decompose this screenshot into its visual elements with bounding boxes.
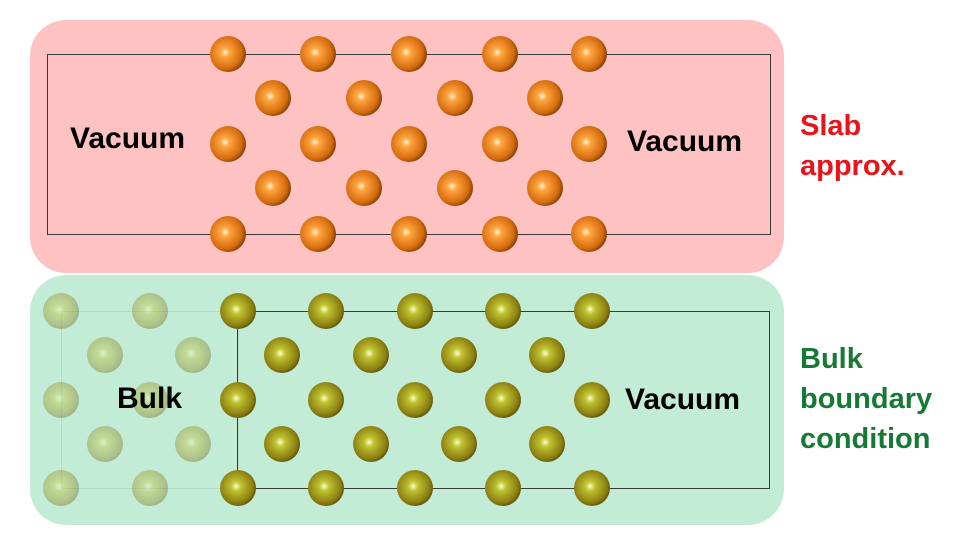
boundary-slab-atom: [220, 470, 256, 506]
slab-atom: [527, 170, 563, 206]
boundary-slab-atom: [574, 293, 610, 329]
slab-atom: [437, 80, 473, 116]
boundary-slab-atom: [574, 470, 610, 506]
boundary-slab-atom: [264, 426, 300, 462]
bulk-image-atom: [43, 470, 79, 506]
bulk-image-atom: [43, 293, 79, 329]
slab-caption-line-2: approx.: [800, 150, 905, 183]
bulk-image-atom: [132, 470, 168, 506]
slab-left-vacuum-label: Vacuum: [70, 122, 186, 155]
boundary-slab-atom: [353, 337, 389, 373]
slab-atom: [391, 36, 427, 72]
slab-approx-caption: Slab approx.: [800, 106, 905, 186]
slab-atom: [437, 170, 473, 206]
boundary-slab-atom: [397, 382, 433, 418]
slab-atom: [391, 216, 427, 252]
bulk-image-atom: [87, 337, 123, 373]
slab-atom: [300, 126, 336, 162]
slab-atom: [571, 216, 607, 252]
bulk-boundary-atoms: [220, 293, 610, 506]
boundary-slab-atom: [441, 426, 477, 462]
bulk-label: Bulk: [117, 382, 183, 415]
slab-atom: [210, 216, 246, 252]
slab-atom: [527, 80, 563, 116]
boundary-slab-atom: [220, 382, 256, 418]
boundary-slab-atom: [485, 470, 521, 506]
boundary-slab-atom: [485, 293, 521, 329]
boundary-slab-atom: [220, 293, 256, 329]
bulk-image-atom: [132, 293, 168, 329]
boundary-slab-atom: [397, 293, 433, 329]
boundary-slab-atom: [529, 337, 565, 373]
bulk-image-atoms: [43, 293, 211, 506]
boundary-slab-atom: [308, 293, 344, 329]
bulk-boundary-caption: Bulk boundary condition: [800, 339, 932, 459]
slab-right-vacuum-label: Vacuum: [627, 125, 743, 158]
bulk-caption-line-2: boundary: [800, 383, 933, 416]
slab-atom: [300, 216, 336, 252]
slab-atom: [346, 80, 382, 116]
bulk-right-vacuum-label: Vacuum: [625, 383, 741, 416]
bulk-caption-line-1: Bulk: [800, 343, 863, 375]
slab-atom: [571, 126, 607, 162]
boundary-slab-atom: [397, 470, 433, 506]
slab-atom: [300, 36, 336, 72]
boundary-slab-atom: [308, 382, 344, 418]
slab-atom: [210, 126, 246, 162]
boundary-slab-atom: [574, 382, 610, 418]
boundary-slab-atom: [353, 426, 389, 462]
boundary-slab-atom: [264, 337, 300, 373]
boundary-slab-atom: [485, 382, 521, 418]
slab-atom: [255, 170, 291, 206]
slab-atom: [482, 216, 518, 252]
slab-atom: [482, 36, 518, 72]
slab-caption-line-1: Slab: [800, 110, 862, 142]
slab-atom: [346, 170, 382, 206]
bulk-image-atom: [175, 426, 211, 462]
bulk-caption-line-3: condition: [800, 423, 931, 456]
bulk-image-atom: [87, 426, 123, 462]
boundary-slab-atom: [308, 470, 344, 506]
slab-atom: [391, 126, 427, 162]
slab-atoms: [210, 36, 607, 252]
bulk-image-atom: [43, 382, 79, 418]
slab-atom: [255, 80, 291, 116]
bulk-image-atom: [132, 382, 168, 418]
slab-atom: [482, 126, 518, 162]
slab-atom: [210, 36, 246, 72]
slab-atom: [571, 36, 607, 72]
boundary-slab-atom: [529, 426, 565, 462]
boundary-slab-atom: [441, 337, 477, 373]
bulk-image-atom: [175, 337, 211, 373]
